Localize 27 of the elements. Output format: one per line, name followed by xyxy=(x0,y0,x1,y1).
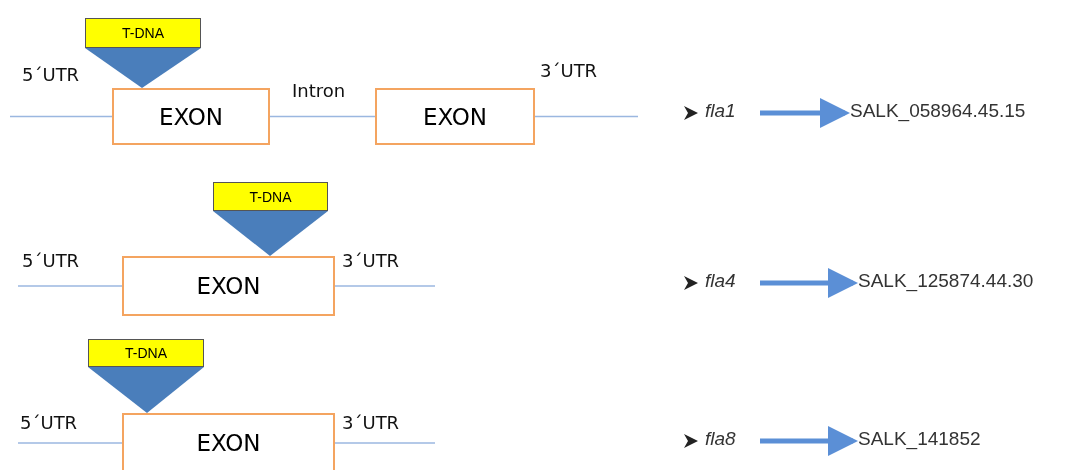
gene-line xyxy=(334,285,436,287)
region-label: 3´UTR xyxy=(342,412,400,433)
line-id: SALK_125874.44.30 xyxy=(858,270,1034,296)
line-id: SALK_141852 xyxy=(858,428,981,454)
arrow xyxy=(760,98,850,128)
gene-name: fla4 xyxy=(705,270,736,296)
exon-box: EXON xyxy=(112,88,270,145)
region-label: 3´UTR xyxy=(342,250,400,271)
line-id: SALK_058964.45.15 xyxy=(850,100,1026,126)
arrow xyxy=(760,426,858,456)
exon-box: EXON xyxy=(122,256,335,316)
gene-line xyxy=(17,442,123,444)
gene-name: fla1 xyxy=(705,100,736,126)
gene-line xyxy=(334,442,436,444)
region-label: Intron xyxy=(292,80,346,101)
gene-line xyxy=(534,115,639,118)
exon-box: EXON xyxy=(375,88,535,145)
exon-box: EXON xyxy=(122,413,335,470)
region-label: 5´UTR xyxy=(20,412,78,433)
gene-name: fla8 xyxy=(705,428,736,454)
region-label: 5´UTR xyxy=(22,64,80,85)
gene-line xyxy=(9,115,113,118)
region-label: 5´UTR xyxy=(22,250,80,271)
intron-line xyxy=(269,115,376,118)
region-label: 3´UTR xyxy=(540,60,598,81)
gene-line xyxy=(17,285,123,287)
arrow xyxy=(760,268,858,298)
